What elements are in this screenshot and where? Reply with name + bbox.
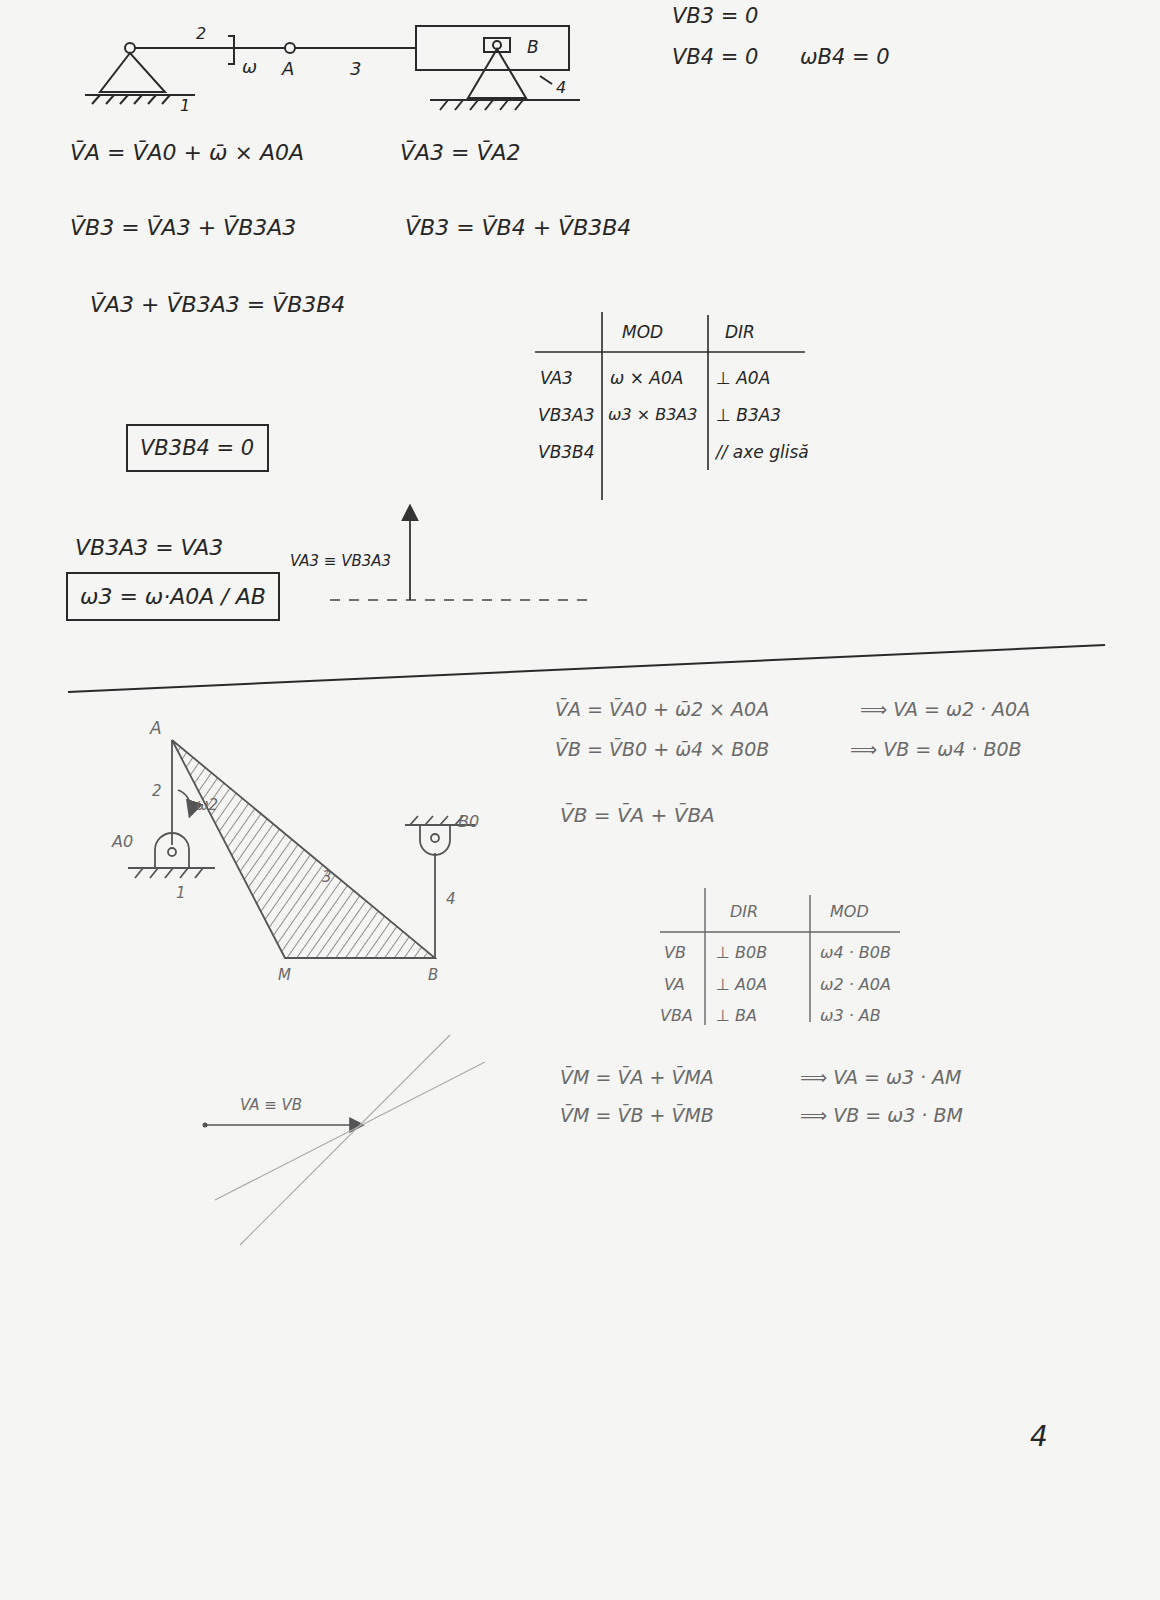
note-text: ω3 · AB — [820, 1006, 881, 1025]
note-text: 4 — [1030, 1420, 1048, 1454]
note-text: B0 — [458, 812, 479, 831]
note-text: VB3 = 0 — [672, 4, 758, 29]
note-text: MOD — [622, 322, 663, 342]
note-text: A — [282, 58, 294, 80]
note-text: VB — [664, 943, 686, 962]
note-text: V̄B3 = V̄B4 + V̄B3B4 — [405, 215, 631, 241]
note-text: V̄B = V̄B0 + ω̄4 × B0B — [555, 738, 769, 761]
note-text: ⊥ B0B — [716, 943, 767, 962]
note-text: A0 — [112, 832, 133, 851]
note-text: DIR — [725, 322, 755, 342]
note-text: 1 — [176, 884, 186, 902]
note-text: 3 — [322, 868, 332, 886]
note-text: 2 — [152, 782, 162, 800]
note-text: ω — [242, 56, 257, 78]
note-text: VB3A3 — [538, 405, 595, 425]
note-text: V̄M = V̄B + V̄MB — [560, 1104, 714, 1127]
slider-block: B — [415, 25, 570, 71]
note-text: VB3A3 = VA3 — [75, 535, 223, 561]
box-text: VB3B4 = 0 — [140, 436, 255, 460]
note-text: 4 — [556, 78, 566, 97]
note-text: V̄A3 = V̄A2 — [400, 140, 521, 166]
note-text: ⊥ A0A — [716, 368, 770, 388]
note-text: V̄M = V̄A + V̄MA — [560, 1066, 714, 1089]
note-text: ⟹ VB = ω3 · BM — [800, 1104, 963, 1127]
box-text: B — [527, 37, 539, 57]
note-text: ω3 × B3A3 — [608, 405, 697, 424]
note-text: VB3B4 — [538, 442, 595, 462]
note-text: V̄B = V̄A + V̄BA — [560, 803, 715, 827]
note-text: VA3 ≡ VB3A3 — [290, 552, 391, 570]
note-text: ω2 · A0A — [820, 975, 891, 994]
boxed-result: VB3B4 = 0 — [126, 424, 269, 472]
note-text: 2 — [196, 24, 206, 43]
note-text: ⟹ VB = ω4 · B0B — [850, 738, 1022, 761]
note-text: 4 — [446, 890, 456, 908]
note-text: ω4 · B0B — [820, 943, 891, 962]
note-text: MOD — [830, 902, 869, 921]
note-text: // axe glisă — [716, 442, 809, 462]
note-text: VB4 = 0 — [672, 45, 758, 70]
note-text: V̄A = V̄A0 + ω̄2 × A0A — [555, 698, 769, 721]
note-text: ⊥ B3A3 — [716, 405, 781, 425]
box-text: ω3 = ω·A0A / AB — [80, 584, 266, 609]
note-text: ⟹ VA = ω2 · A0A — [860, 698, 1030, 721]
note-text: ⊥ BA — [716, 1006, 757, 1025]
note-text: VA ≡ VB — [240, 1096, 302, 1114]
note-text: DIR — [730, 902, 758, 921]
note-text: VA3 — [540, 368, 573, 388]
note-text: B — [428, 966, 438, 984]
note-text: V̄B3 = V̄A3 + V̄B3A3 — [70, 215, 296, 241]
note-text: ⊥ A0A — [716, 975, 767, 994]
note-text: V̄A = V̄A0 + ω̄ × A0A — [70, 140, 304, 166]
note-text: 1 — [180, 96, 190, 115]
note-text: M — [278, 966, 291, 984]
boxed-result: ω3 = ω·A0A / AB — [66, 572, 280, 621]
note-text: ⟹ VA = ω3 · AM — [800, 1066, 962, 1089]
note-text: VBA — [660, 1006, 693, 1025]
note-text: VA — [664, 975, 685, 994]
note-text: ωB4 = 0 — [800, 45, 890, 70]
note-text: A — [150, 718, 162, 738]
note-text: ω2 — [196, 796, 218, 814]
note-text: ω × A0A — [610, 368, 683, 388]
note-text: V̄A3 + V̄B3A3 = V̄B3B4 — [90, 292, 345, 318]
note-text: 3 — [350, 58, 361, 80]
